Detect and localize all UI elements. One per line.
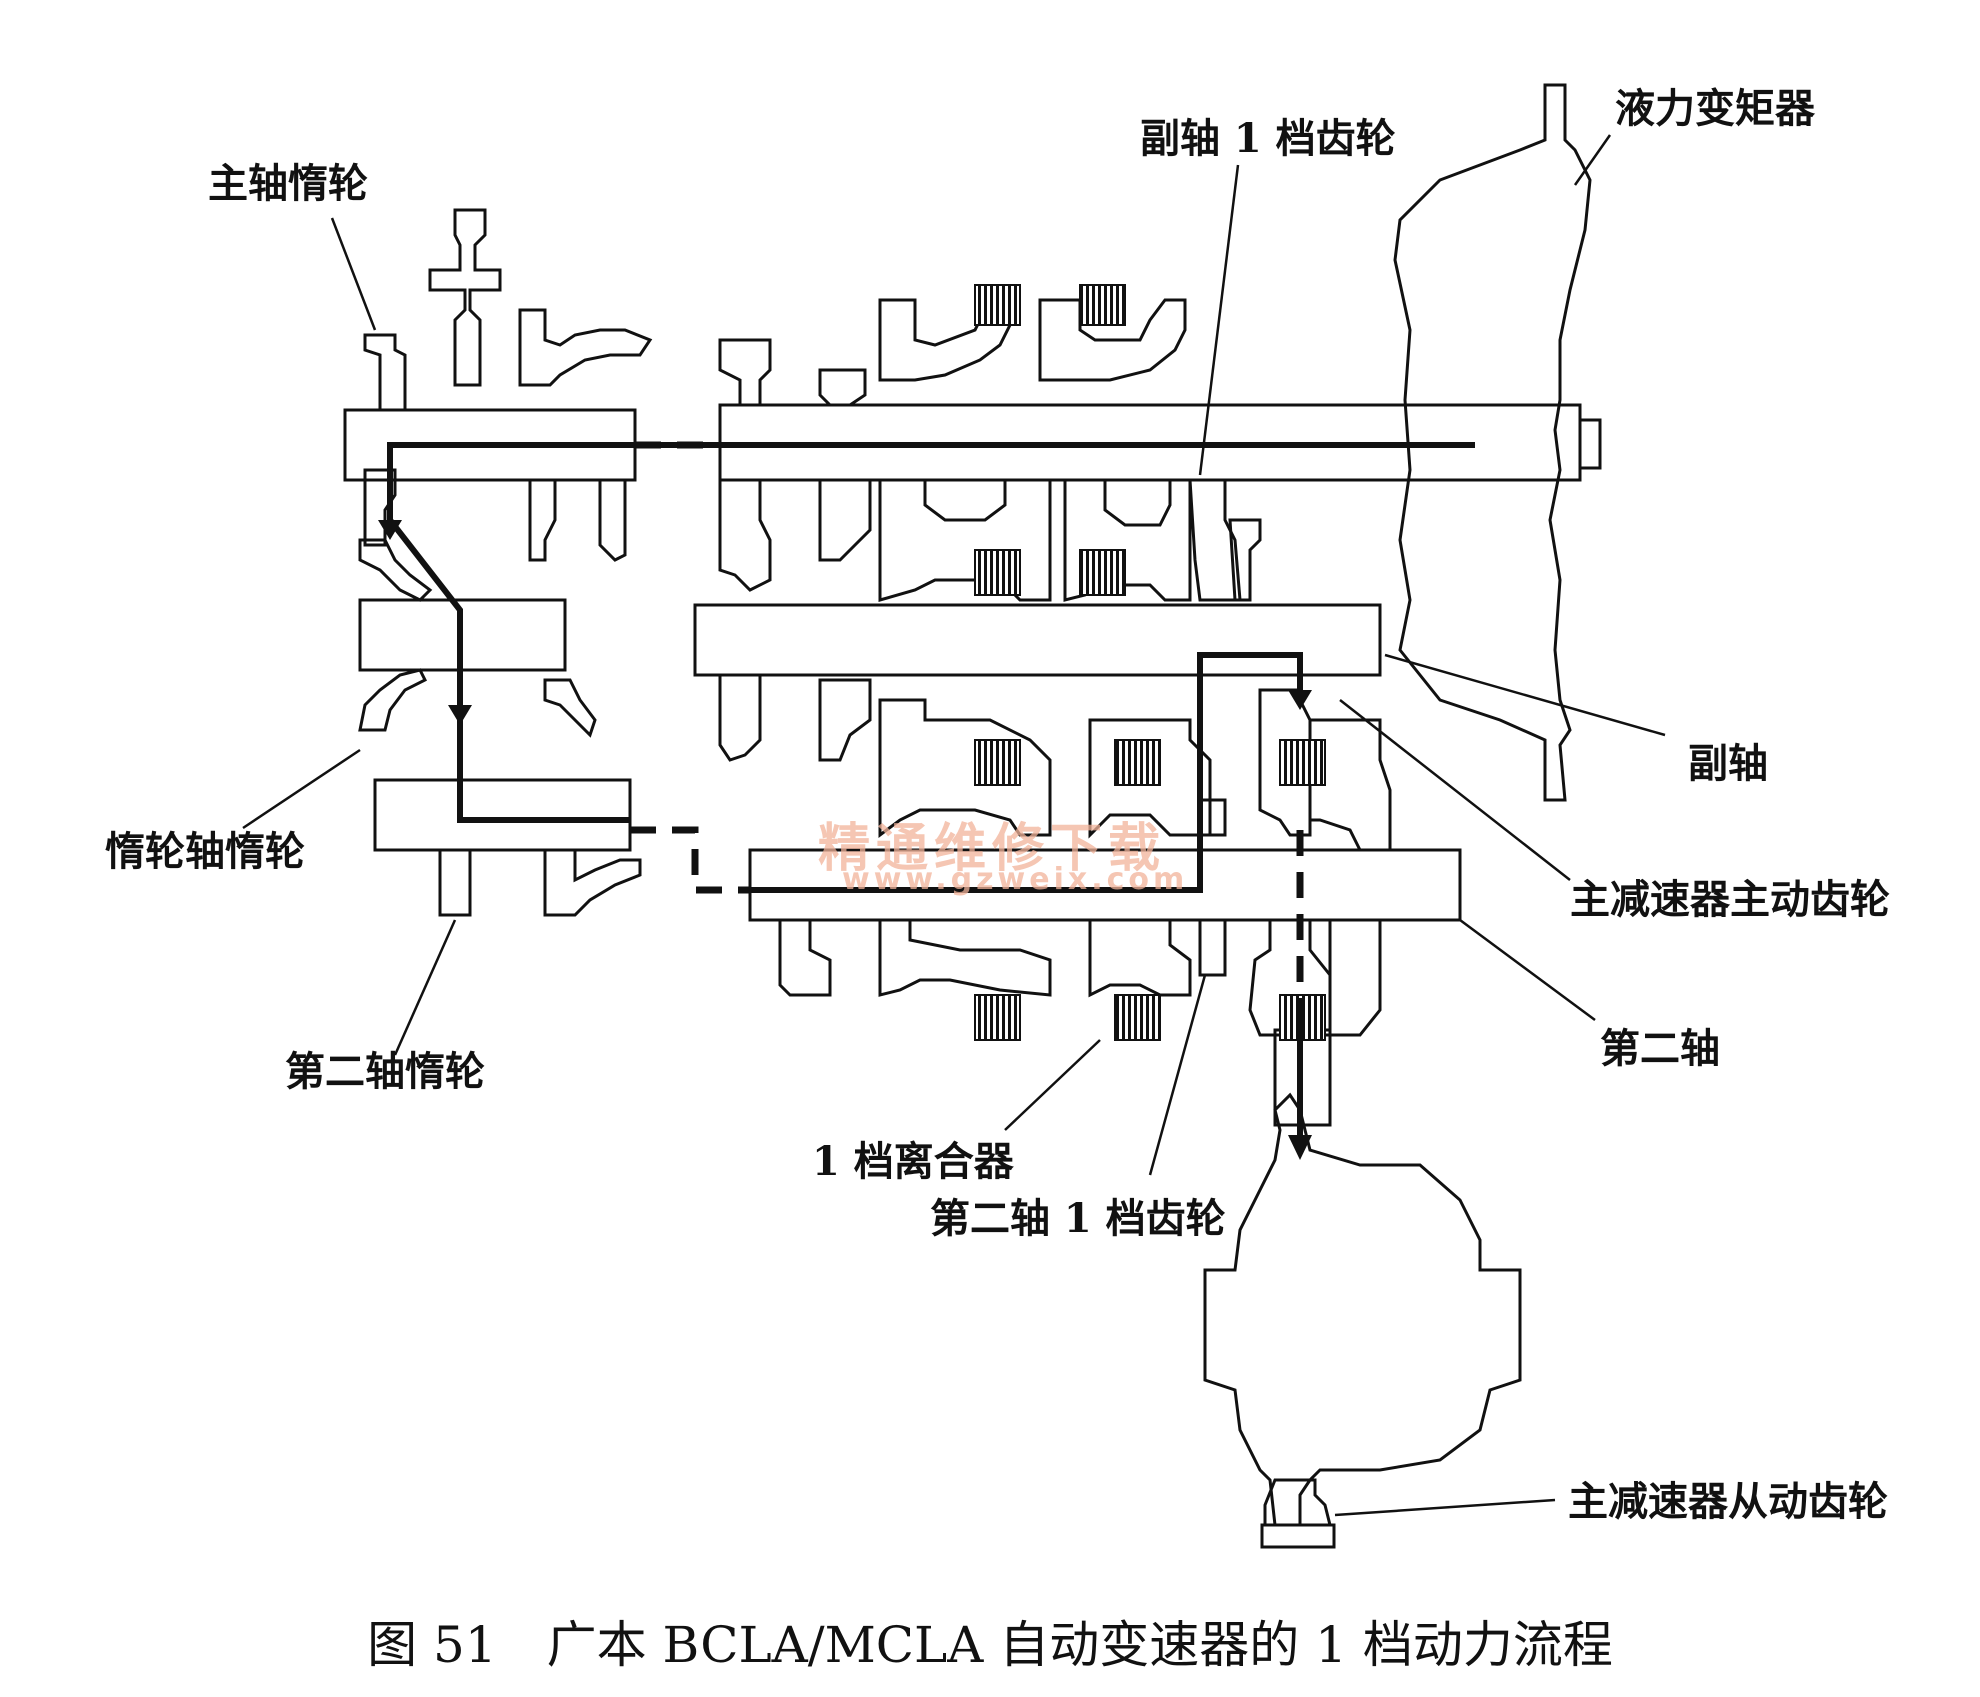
label-idler-shaft-idler: 惰轮轴惰轮	[105, 828, 305, 875]
clutch-pack-lower-5	[1114, 994, 1161, 1041]
label-torque-converter: 液力变矩器	[1615, 85, 1815, 132]
figure-caption: 图 51 广本 BCLA/MCLA 自动变速器的 1 档动力流程	[367, 1616, 1613, 1674]
differential-housing	[1203, 1092, 1522, 1527]
clutch-pack-upper-1	[974, 284, 1021, 326]
torque-converter-outline	[1393, 83, 1592, 802]
leader-countershaft	[1384, 653, 1666, 737]
leader-secondary-shaft	[1459, 918, 1596, 1022]
label-secondary-shaft-idler: 第二轴惰轮	[285, 1048, 485, 1095]
label-final-driven-gear: 主减速器从动齿轮	[1568, 1478, 1888, 1525]
first-clutch-pack	[974, 994, 1021, 1041]
countershaft-body	[693, 603, 1382, 677]
label-first-clutch: 1 档离合器	[812, 1138, 1014, 1185]
secondary-shaft-left	[373, 778, 632, 852]
leader-final-driven-gear	[1334, 1498, 1556, 1517]
label-countershaft-1st-gear: 副轴 1 档齿轮	[1140, 115, 1396, 162]
leader-secondary-shaft-idler	[393, 919, 457, 1056]
label-secondary-1st-gear: 第二轴 1 档齿轮	[930, 1195, 1226, 1242]
label-secondary-shaft: 第二轴	[1600, 1025, 1720, 1072]
leader-torque-converter	[1573, 134, 1612, 186]
secondary-shaft-link	[630, 826, 750, 894]
clutch-pack-upper-4	[1079, 549, 1126, 596]
leader-secondary-1st-gear	[1148, 974, 1207, 1176]
clutch-pack-lower-1	[974, 739, 1021, 786]
clutch-pack-lower-2	[1114, 739, 1161, 786]
label-main-idler: 主轴惰轮	[208, 160, 368, 207]
leader-countershaft-1st-gear	[1198, 164, 1240, 476]
watermark-url: www.gzweix.com	[842, 862, 1189, 897]
label-final-drive-gear: 主减速器主动齿轮	[1570, 876, 1890, 923]
watermark-text: 精通维修下载	[818, 819, 1167, 879]
label-countershaft: 副轴	[1688, 740, 1768, 787]
leader-idler-shaft-idler	[242, 748, 361, 830]
leader-first-clutch	[1004, 1039, 1101, 1131]
clutch-pack-upper-3	[974, 549, 1021, 596]
clutch-pack-upper-2	[1079, 284, 1126, 326]
leader-main-idler	[330, 217, 377, 331]
clutch-pack-lower-3	[1279, 739, 1326, 786]
leader-final-drive-gear	[1339, 699, 1571, 881]
